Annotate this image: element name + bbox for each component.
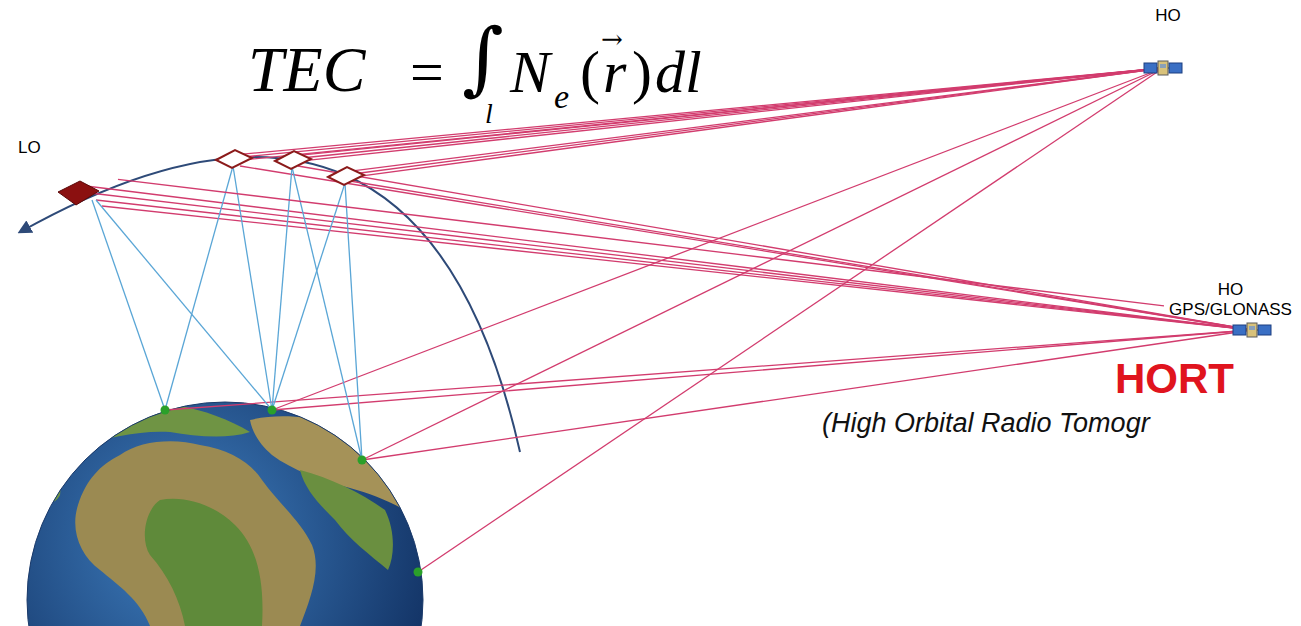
formula-symbol: N — [510, 42, 550, 102]
integral-subscript: l — [485, 100, 493, 128]
formula-bracket: ( — [580, 42, 600, 102]
formula-bracket: ) — [632, 42, 652, 102]
satellite-label: LO — [18, 138, 114, 158]
formula-operator: = — [410, 42, 444, 102]
pink-ray — [362, 330, 1252, 460]
satellite-icon — [1144, 61, 1182, 75]
blue-ray — [272, 183, 345, 410]
formula-symbol: dl — [655, 42, 702, 102]
blue-ray — [96, 200, 272, 410]
blue-ray — [165, 166, 233, 410]
earth-globe — [27, 402, 423, 626]
orbit-positions — [216, 150, 364, 185]
blue-ray — [92, 200, 165, 410]
blue-ray — [345, 183, 362, 460]
orbit-arc — [20, 157, 520, 452]
acronym-expansion: (High Orbital Radio Tomogr — [822, 410, 1150, 437]
pink-ray — [298, 166, 1252, 330]
pink-ray — [118, 179, 1164, 306]
leo-diamond-shape — [58, 181, 99, 205]
satellite-icon — [1233, 323, 1271, 337]
pink-ray — [96, 200, 1252, 330]
ground-stations — [161, 406, 423, 577]
high-orbit-satellite: HO — [1140, 4, 1196, 86]
acronym-title: HORT — [1115, 358, 1234, 400]
formula-subscript: e — [554, 80, 569, 114]
satellite-label: HO — [1144, 6, 1192, 26]
pink-ray — [240, 166, 1252, 330]
pink-ray — [165, 330, 1252, 410]
blue-ray — [272, 167, 292, 410]
leo-satellite: LO — [14, 136, 118, 210]
pink-ray — [102, 206, 1252, 330]
pink-ray — [350, 181, 1252, 330]
integral-sign: ∫ — [462, 18, 504, 98]
high-orbit-satellite: HOGPS/GLONASS — [1164, 278, 1297, 350]
blue-ray — [233, 166, 272, 410]
satellite-label: HO — [1168, 280, 1293, 300]
vector-arrow: → — [601, 26, 623, 52]
pink-ray — [272, 330, 1252, 410]
pink-ray — [90, 193, 1252, 330]
pink-ray — [418, 68, 1163, 572]
leo-diamond — [54, 178, 102, 208]
sounding-rays — [86, 68, 1252, 572]
satellite-label: GPS/GLONASS — [1168, 300, 1293, 320]
formula-symbol: TEC — [248, 38, 365, 102]
pink-ray — [86, 186, 1252, 330]
